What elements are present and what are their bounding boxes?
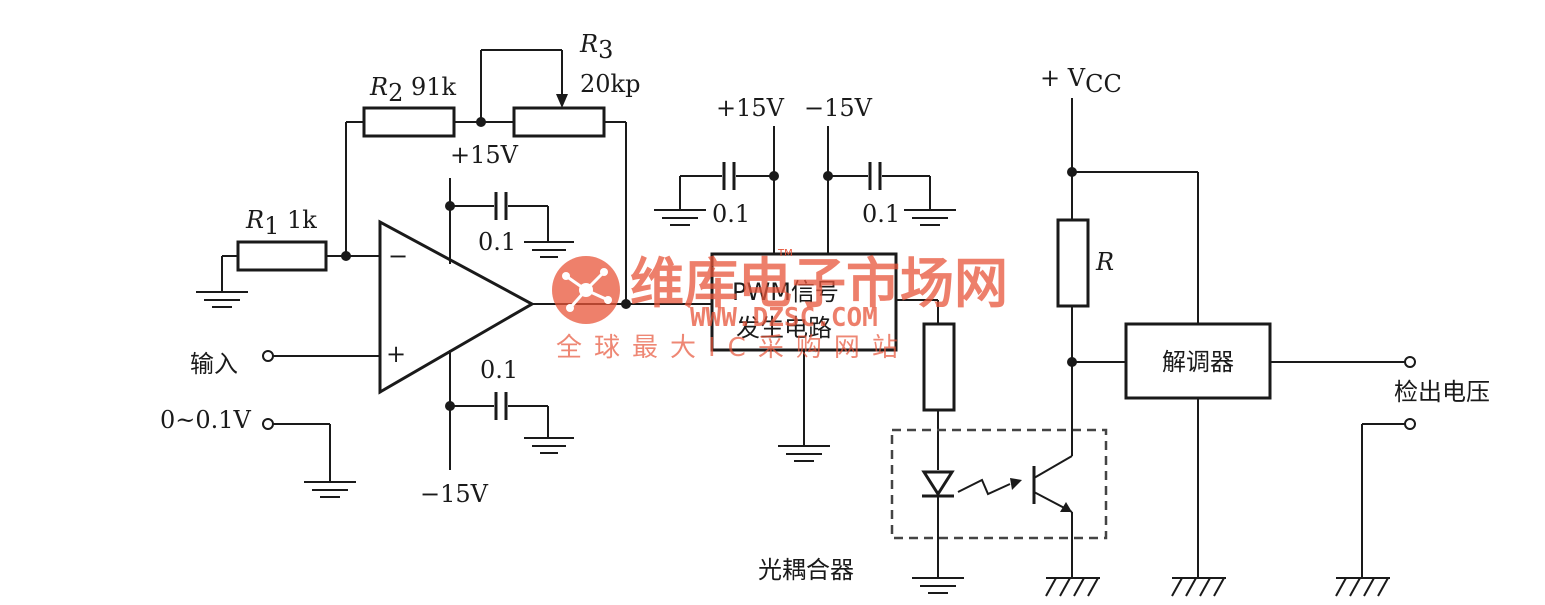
junction-dot [621,299,631,309]
r1-label: R1 1k [245,206,317,240]
input-label: 输入 [190,350,238,378]
pwm-vpos-label: +15V [716,94,785,122]
wiper-arrow [556,94,568,108]
r1-ground [196,255,248,308]
pwm-generator-box [710,252,898,352]
watermark-logo-icon [552,256,620,324]
chassis-ground [1335,577,1390,597]
opamp-plus: + [386,340,406,368]
watermark-url: WWW.DZSC.COM [690,303,878,333]
watermark-title: 维库电子市场网 [630,252,1008,315]
output-ground-terminal [1404,418,1416,430]
pwm-vneg-label: −15V [804,94,873,122]
opamp-vpos-label: +15V [450,141,519,169]
output-label: 检出电压 [1394,378,1490,406]
light-arrow [957,478,1011,496]
led-resistor [922,322,956,412]
opamp-vneg-label: −15V [420,480,489,508]
led-diode [921,470,955,497]
pwm-box-line2: 发生电路 [736,314,832,342]
watermark-tm: TM [777,248,793,259]
input-range-label: 0~0.1V [160,406,252,434]
cap-top-value: 0.1 [478,228,516,256]
optocoupler-label: 光耦合器 [758,556,854,584]
input-ground-terminal [262,418,274,430]
r1-resistor [236,240,328,272]
pwm-cap-left-value: 0.1 [712,200,750,228]
r2-resistor [362,106,456,138]
input-terminal [262,350,274,362]
demodulator-box [1124,322,1272,400]
r3-value: 20kp [580,70,640,98]
r3-label: R3 [579,30,613,64]
chassis-ground [1045,577,1100,597]
pwm-box-line1: PWM信号 [732,278,839,306]
watermark: 维库电子市场网 TM WWW.DZSC.COM 全球最大IC采购网站 [552,248,1008,363]
vcc-label: + VCC [1040,64,1122,98]
chassis-ground [1171,577,1226,597]
pullup-resistor [1056,218,1090,308]
optocoupler-boundary [890,428,1108,540]
opamp-minus: − [388,242,408,270]
cap-bottom-value: 0.1 [480,356,518,384]
watermark-subtitle: 全球最大IC采购网站 [556,333,910,363]
r3-potentiometer [512,106,606,138]
pwm-cap-right-value: 0.1 [862,200,900,228]
demodulator-label: 解调器 [1162,348,1234,376]
pullup-resistor-label: R [1095,248,1114,276]
op-amp [378,219,536,395]
output-terminal [1404,356,1416,368]
r2-label: R2 91k [369,73,457,107]
